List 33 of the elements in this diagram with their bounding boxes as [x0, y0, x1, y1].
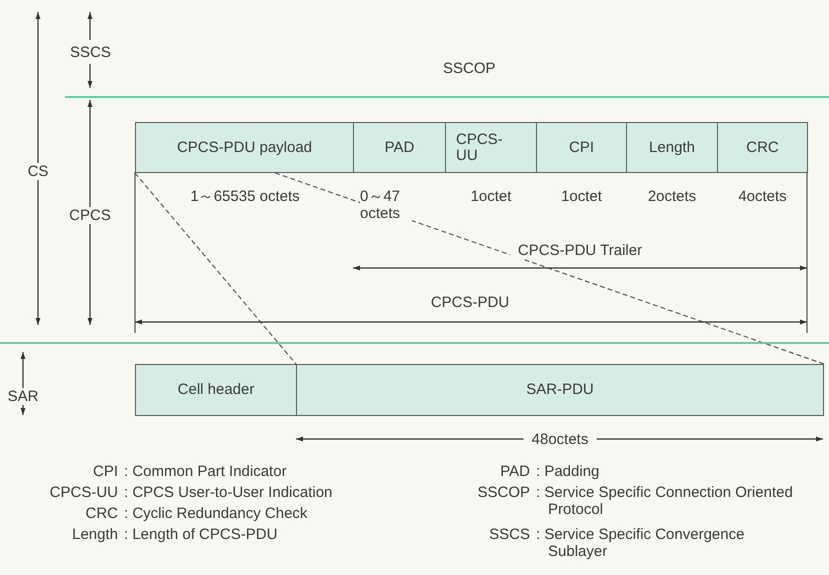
field-box: Length — [626, 122, 718, 173]
field-box: Cell header — [135, 364, 297, 416]
abbreviation: CRC — [86, 505, 118, 522]
abbreviation: PAD — [500, 463, 530, 480]
layer-label: SAR — [6, 388, 40, 405]
abbreviation: CPI — [92, 463, 118, 480]
abbreviation: SSCOP — [477, 484, 530, 501]
size-label: 1octet — [560, 188, 603, 205]
field-box: PAD — [353, 122, 446, 173]
definition: : Service Specific Connection Oriented Protocol — [536, 484, 794, 518]
abbreviation: Length — [72, 526, 118, 543]
mapping-line — [274, 172, 824, 365]
field-box: CRC — [717, 122, 808, 173]
definition: : Service Specific Convergence Sublayer — [536, 526, 746, 560]
abbreviation: CPCS-UU — [50, 484, 118, 501]
field-box: CPCS-PDU payload — [135, 122, 354, 173]
field-box: CPCS-UU — [445, 122, 537, 173]
field-box: CPI — [536, 122, 627, 173]
mapping-line — [134, 172, 296, 364]
definition: : Length of CPCS-PDU — [124, 526, 278, 543]
size-label: 4octets — [737, 188, 788, 205]
size-label: 1octet — [470, 188, 512, 205]
size-label: 0～47 octets — [360, 188, 412, 222]
abbreviation: SSCS — [489, 526, 530, 543]
protocol-label: SSCOP — [443, 60, 496, 77]
definition: : CPCS User-to-User Indication — [124, 484, 332, 501]
layer-label: CPCS — [68, 207, 112, 224]
size-label: 2octets — [646, 188, 698, 205]
size-label: 1～65535 octets — [189, 188, 301, 205]
definition: : Cyclic Redundancy Check — [124, 505, 308, 522]
definition: : Padding — [536, 463, 600, 480]
definition: : Common Part Indicator — [124, 463, 287, 480]
field-box: SAR-PDU — [296, 364, 824, 416]
